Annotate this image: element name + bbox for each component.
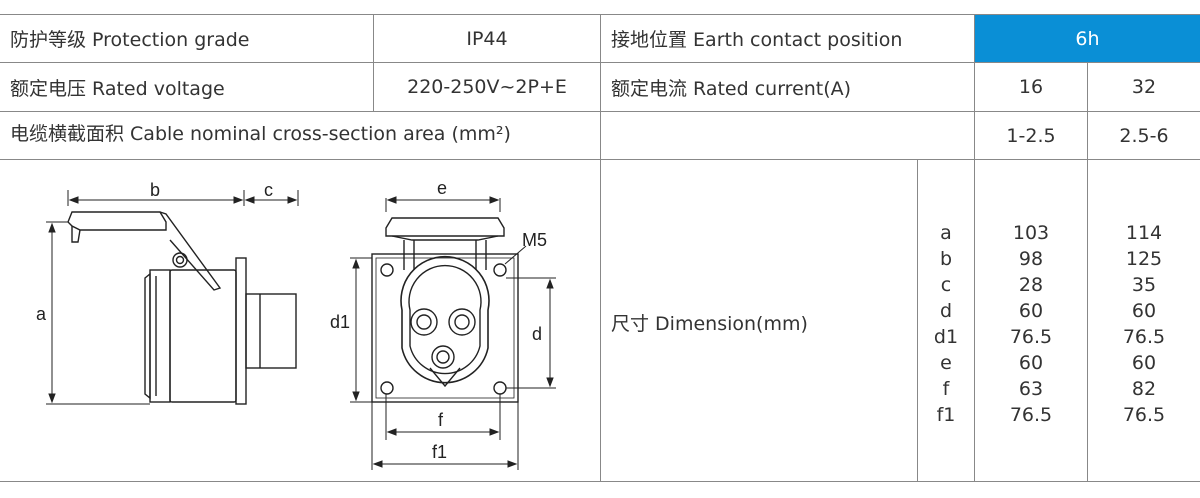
dim-name: a	[940, 222, 952, 244]
dim-value: 76.5	[1009, 404, 1053, 426]
dim-value: 114	[1125, 222, 1163, 244]
dim-value: 35	[1131, 274, 1157, 296]
socket-technical-drawing: b c a e M5 d1 d f f1	[36, 178, 556, 470]
rated-current-label: 额定电流 Rated current(A)	[611, 77, 852, 100]
dim-label-f1: f1	[432, 442, 447, 462]
dim-value: 76.5	[1009, 326, 1053, 348]
dim-value: 63	[1018, 378, 1044, 400]
dim-label-e: e	[437, 178, 447, 198]
col-divider-1	[373, 14, 374, 111]
earth-contact-value: 6h	[975, 15, 1200, 62]
dimension-label: 尺寸 Dimension(mm)	[611, 312, 808, 335]
cable-section-16: 1-2.5	[1006, 124, 1056, 147]
dim-value: 60	[1018, 300, 1044, 322]
dim-value: 82	[1131, 378, 1157, 400]
dimension-names: a b c d d1 e f f1	[918, 220, 974, 428]
dim-value: 103	[1012, 222, 1050, 244]
dim-value: 60	[1131, 300, 1157, 322]
dim-name: d	[939, 300, 953, 322]
front-view-dimensions	[350, 196, 556, 470]
dim-label-a: a	[36, 304, 47, 324]
dim-name: b	[939, 248, 953, 270]
dim-name: d1	[933, 326, 959, 348]
col-divider-2	[600, 14, 601, 481]
dim-value: 60	[1018, 352, 1044, 374]
dim-value: 60	[1131, 352, 1157, 374]
rated-voltage-label: 额定电压 Rated voltage	[10, 77, 225, 100]
dim-label-f: f	[438, 410, 444, 430]
side-view-dimensions	[46, 190, 299, 405]
dimension-values-16: 103 98 28 60 76.5 60 63 76.5	[975, 220, 1087, 428]
front-view	[371, 217, 519, 403]
dim-name: f	[942, 378, 950, 400]
protection-grade-label: 防护等级 Protection grade	[10, 29, 250, 51]
side-view	[67, 211, 297, 405]
earth-contact-label: 接地位置 Earth contact position	[611, 29, 903, 51]
dim-value: 76.5	[1122, 326, 1166, 348]
rated-current-32: 32	[1131, 76, 1157, 98]
dim-label-m5: M5	[522, 230, 547, 250]
cable-section-32: 2.5-6	[1119, 124, 1169, 147]
cable-section-label: 电缆横截面积 Cable nominal cross-section area …	[10, 122, 511, 145]
dim-name: f1	[936, 404, 956, 426]
rated-voltage-value: 220-250V~2P+E	[407, 76, 567, 98]
col-divider-dim	[917, 159, 918, 481]
col-divider-4	[1087, 62, 1088, 481]
protection-grade-value: IP44	[466, 27, 508, 50]
dim-label-d1: d1	[330, 312, 350, 332]
dim-label-c: c	[264, 180, 273, 200]
dim-value: 28	[1018, 274, 1044, 296]
dim-value: 125	[1125, 248, 1163, 270]
dim-name: c	[940, 274, 952, 296]
dim-label-b: b	[150, 180, 160, 200]
dim-name: e	[940, 352, 952, 374]
dim-value: 98	[1018, 248, 1044, 270]
rated-current-16: 16	[1018, 76, 1044, 98]
bottom-border	[0, 481, 1200, 482]
dim-label-d: d	[532, 324, 542, 344]
dim-value: 76.5	[1122, 404, 1166, 426]
col-divider-3	[974, 14, 975, 481]
dimension-values-32: 114 125 35 60 76.5 60 82 76.5	[1088, 220, 1200, 428]
